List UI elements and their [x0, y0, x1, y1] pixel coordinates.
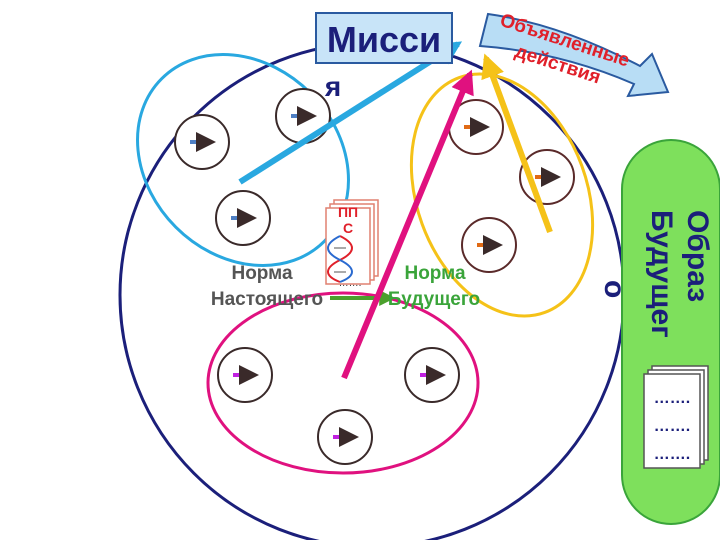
- magenta-strategy-arrow: [341, 69, 474, 380]
- image-of-future-label-3: о: [598, 280, 631, 298]
- blue-strategy-arrow: [238, 41, 463, 185]
- person-circle-orange: [461, 217, 517, 273]
- magenta-group-ellipse: [206, 291, 480, 475]
- future-card-dots: …….: [654, 390, 690, 407]
- person-circle-purple: [217, 347, 273, 403]
- person-circle-purple: [317, 409, 373, 465]
- pps-cards-stack: [325, 199, 379, 285]
- future-cards-stack: [643, 365, 709, 469]
- dna-icon: [327, 235, 353, 283]
- person-circle-blue: [275, 88, 331, 144]
- person-circle-blue: [174, 114, 230, 170]
- image-of-future-label-1: Образ: [681, 210, 714, 302]
- mission-label-overflow: я: [324, 71, 341, 102]
- norm-future-label-1: Норма: [404, 263, 465, 284]
- pps-label-2: С: [343, 220, 353, 236]
- future-card-dots: …….: [654, 418, 690, 435]
- future-card-dots: …….: [654, 446, 690, 463]
- image-of-future-label-2: Будущег: [645, 210, 678, 338]
- mission-box: [315, 12, 453, 64]
- pps-label: ПП: [338, 204, 358, 220]
- norm-present-label-1: Норма: [231, 263, 292, 284]
- person-circle-purple: [404, 347, 460, 403]
- norm-future-label-2: Будущего: [388, 289, 480, 310]
- pps-dots: …….: [339, 278, 362, 289]
- declared-actions-band: [478, 12, 670, 98]
- yellow-strategy-arrow: [481, 53, 553, 234]
- mission-label: Мисси: [327, 19, 441, 60]
- norm-present-label-2: Настоящего: [211, 289, 323, 310]
- person-circle-blue: [215, 190, 271, 246]
